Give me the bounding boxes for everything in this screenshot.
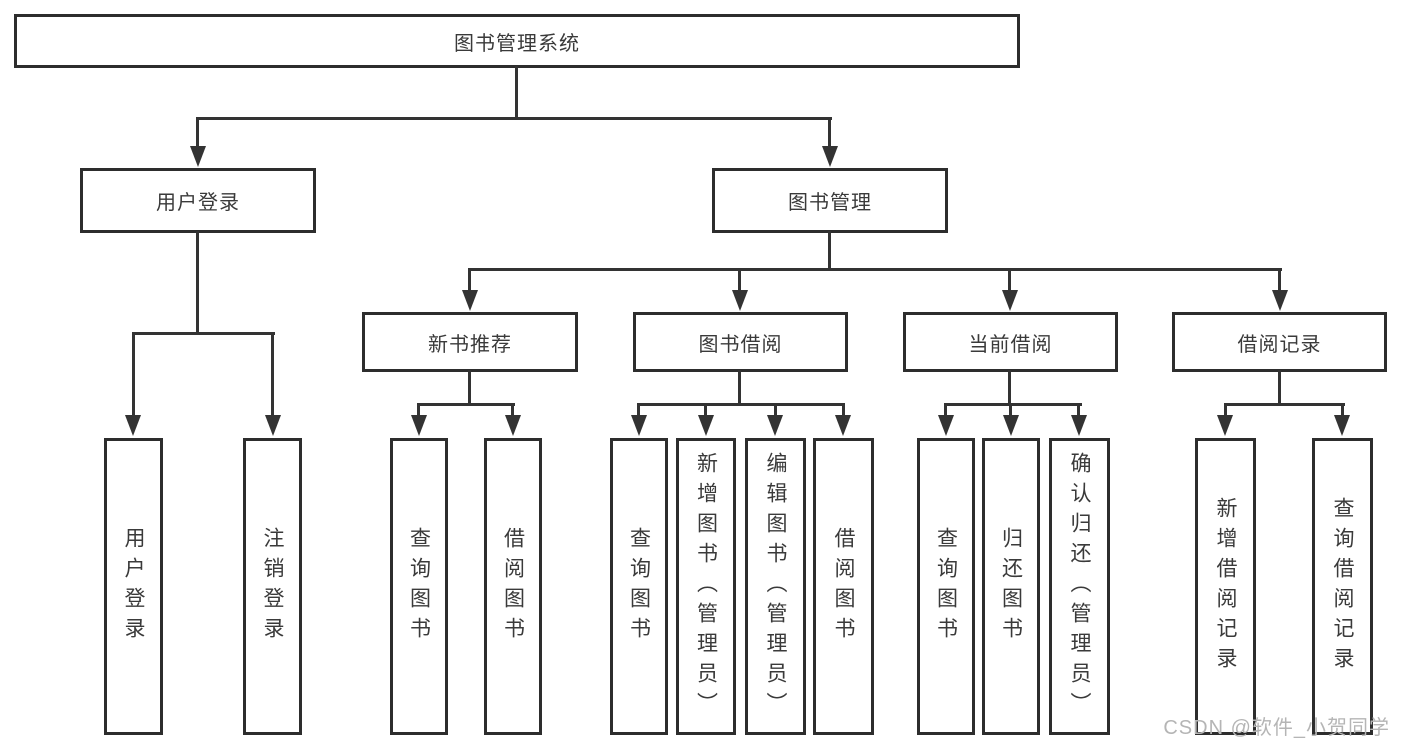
arrow-down-icon xyxy=(835,415,851,436)
connector-drop-borrow-records xyxy=(1278,271,1281,291)
connector-user-login-stem xyxy=(196,231,199,335)
connector-drop xyxy=(774,406,777,416)
node-current-borrow-label: 当前借阅 xyxy=(968,333,1053,356)
connector-borrow-records-bar xyxy=(1224,403,1345,406)
leaf-label: 编辑图书（管理员） xyxy=(764,451,787,722)
leaf-label: 注销登录 xyxy=(261,526,284,647)
connector-drop-book-management xyxy=(828,120,831,148)
arrow-down-icon xyxy=(125,415,141,436)
connector-root-stem xyxy=(515,66,518,120)
leaf-logout: 注销登录 xyxy=(243,438,302,735)
connector-user-login-bar xyxy=(132,332,275,335)
arrow-down-icon xyxy=(767,415,783,436)
connector-book-management-stem xyxy=(828,231,831,271)
connector-drop xyxy=(842,406,845,416)
connector-current-borrow-bar xyxy=(944,403,1082,406)
connector-drop-new-book xyxy=(468,271,471,291)
leaf-query-books-borrow: 查询图书 xyxy=(610,438,668,735)
connector-new-book-bar xyxy=(417,403,515,406)
leaf-borrow-books: 借阅图书 xyxy=(813,438,874,735)
connector-drop xyxy=(511,406,514,416)
leaf-label: 新增借阅记录 xyxy=(1214,496,1237,677)
leaf-label: 确认归还（管理员） xyxy=(1068,451,1091,722)
node-borrow-records-label: 借阅记录 xyxy=(1237,333,1322,356)
leaf-label: 查询借阅记录 xyxy=(1331,496,1354,677)
leaf-return-books: 归还图书 xyxy=(982,438,1040,735)
leaf-borrow-books-recommend: 借阅图书 xyxy=(484,438,542,735)
arrow-down-icon xyxy=(411,415,427,436)
node-root-label: 图书管理系统 xyxy=(454,32,580,55)
leaf-query-borrow-record: 查询借阅记录 xyxy=(1312,438,1373,735)
connector-drop xyxy=(1009,406,1012,416)
connector-drop-current-borrow xyxy=(1008,271,1011,291)
node-new-book-recommend: 新书推荐 xyxy=(362,312,578,372)
leaf-label: 查询图书 xyxy=(934,526,958,647)
node-book-management: 图书管理 xyxy=(712,168,948,233)
node-book-borrow-label: 图书借阅 xyxy=(698,333,783,356)
arrow-down-icon xyxy=(505,415,521,436)
leaf-label: 借阅图书 xyxy=(832,526,855,647)
leaf-label: 查询图书 xyxy=(407,526,431,647)
leaf-add-borrow-record: 新增借阅记录 xyxy=(1195,438,1256,735)
node-root: 图书管理系统 xyxy=(14,14,1020,68)
node-book-management-label: 图书管理 xyxy=(788,192,872,214)
arrow-down-icon xyxy=(732,290,748,311)
arrow-down-icon xyxy=(190,146,206,167)
leaf-label: 用户登录 xyxy=(122,526,145,647)
arrow-down-icon xyxy=(631,415,647,436)
connector-book-borrow-bar xyxy=(637,403,845,406)
leaf-edit-books-admin: 编辑图书（管理员） xyxy=(745,438,806,735)
leaf-label: 新增图书（管理员） xyxy=(694,451,718,722)
arrow-down-icon xyxy=(1217,415,1233,436)
connector-book-management-bar xyxy=(468,268,1282,271)
arrow-down-icon xyxy=(938,415,954,436)
arrow-down-icon xyxy=(698,415,714,436)
connector-drop-leaf-login xyxy=(132,335,135,416)
arrow-down-icon xyxy=(462,290,478,311)
connector-drop xyxy=(1341,406,1344,416)
connector-drop xyxy=(417,406,420,416)
node-user-login-label: 用户登录 xyxy=(156,192,240,214)
connector-drop-leaf-logout xyxy=(271,335,274,416)
arrow-down-icon xyxy=(1071,415,1087,436)
connector-drop xyxy=(944,406,947,416)
arrow-down-icon xyxy=(1334,415,1350,436)
node-borrow-records: 借阅记录 xyxy=(1172,312,1387,372)
connector-drop xyxy=(704,406,707,416)
leaf-label: 查询图书 xyxy=(627,526,651,647)
arrow-down-icon xyxy=(822,146,838,167)
node-new-book-recommend-label: 新书推荐 xyxy=(428,333,512,356)
node-user-login: 用户登录 xyxy=(80,168,316,233)
leaf-confirm-return-admin: 确认归还（管理员） xyxy=(1049,438,1110,735)
csdn-watermark: CSDN @软件_小贺同学 xyxy=(1163,717,1390,739)
connector-book-borrow-stem xyxy=(738,370,741,406)
leaf-query-books-current: 查询图书 xyxy=(917,438,975,735)
connector-drop xyxy=(637,406,640,416)
leaf-user-login: 用户登录 xyxy=(104,438,163,735)
connector-current-borrow-stem xyxy=(1008,370,1011,406)
connector-root-bar xyxy=(196,117,832,120)
leaf-query-books-recommend: 查询图书 xyxy=(390,438,448,735)
connector-new-book-stem xyxy=(468,370,471,406)
connector-drop xyxy=(1077,406,1080,416)
leaf-label: 归还图书 xyxy=(999,526,1023,647)
leaf-add-books-admin: 新增图书（管理员） xyxy=(676,438,736,735)
arrow-down-icon xyxy=(1002,290,1018,311)
connector-drop-user-login xyxy=(196,120,199,148)
connector-drop-book-borrow xyxy=(738,271,741,291)
leaf-label: 借阅图书 xyxy=(501,526,525,647)
connector-borrow-records-stem xyxy=(1278,370,1281,406)
arrow-down-icon xyxy=(1003,415,1019,436)
node-book-borrow: 图书借阅 xyxy=(633,312,848,372)
arrow-down-icon xyxy=(265,415,281,436)
connector-drop xyxy=(1224,406,1227,416)
arrow-down-icon xyxy=(1272,290,1288,311)
node-current-borrow: 当前借阅 xyxy=(903,312,1118,372)
